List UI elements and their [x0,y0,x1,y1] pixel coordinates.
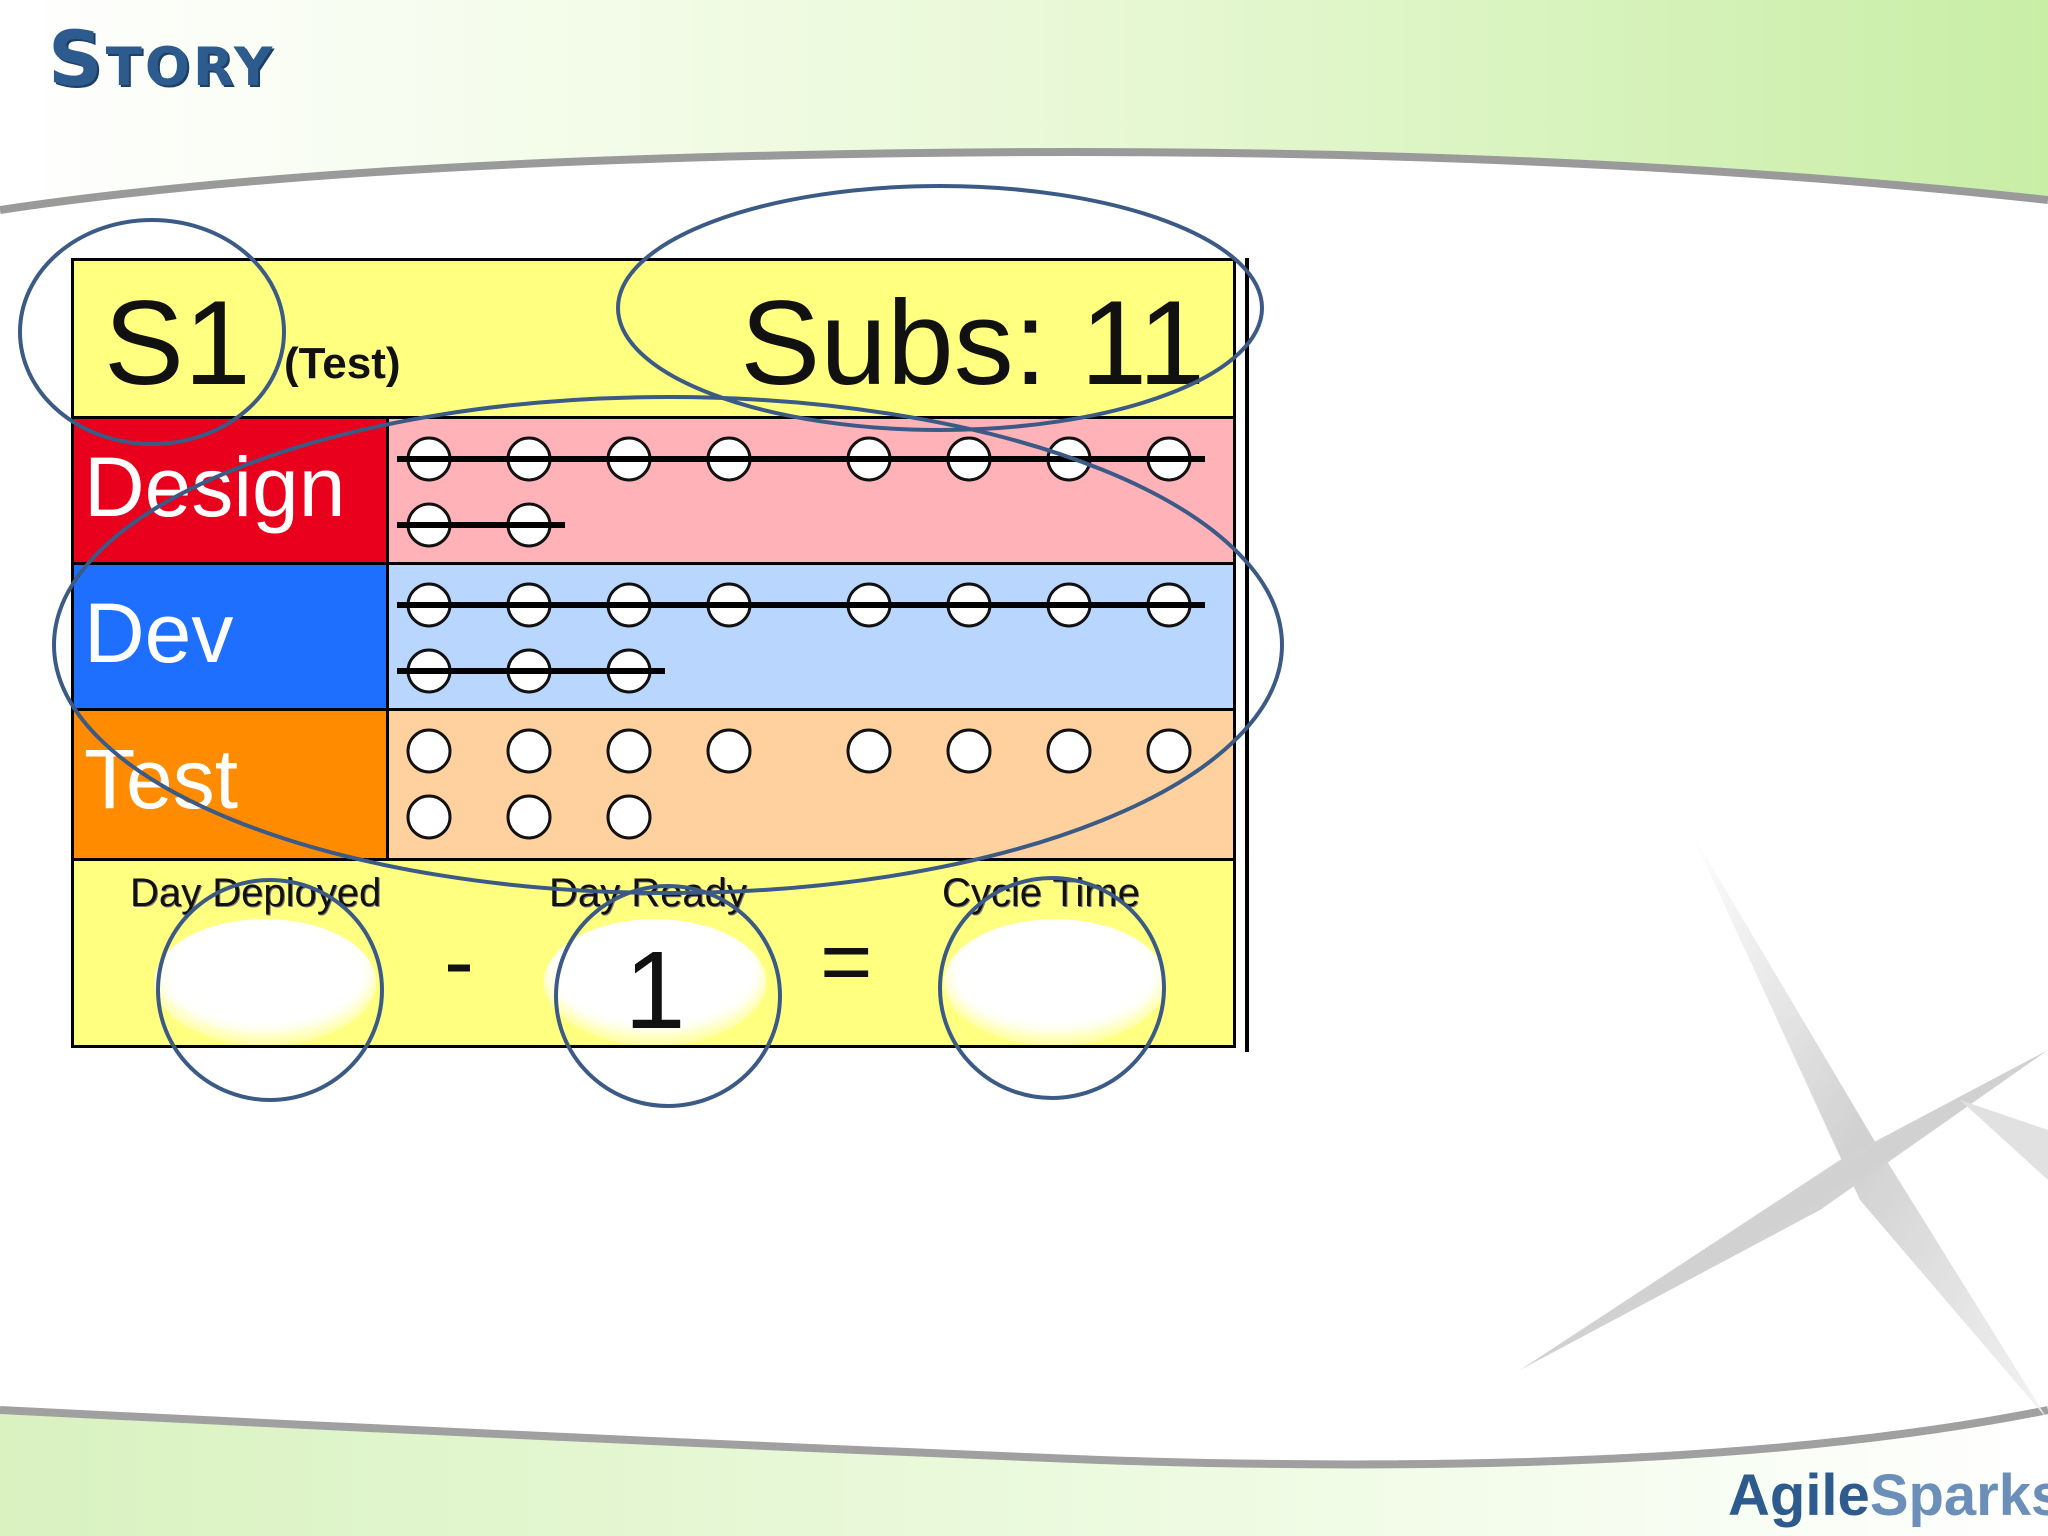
subtask-circle-test-6[interactable] [946,728,992,774]
minus-sign: - [444,912,474,1012]
card-edge-line [1245,258,1249,1052]
slide-title: Story [48,14,276,103]
subtask-area-design [389,419,1233,562]
day-deployed-field[interactable] [154,919,376,1045]
subtask-circle-test-10[interactable] [506,794,552,840]
star-decoration [1520,830,2048,1420]
subs-count: Subs: 11 [740,276,1205,410]
card-header: S1 (Test) Subs: 11 [74,261,1233,419]
cycle-time-field[interactable] [944,919,1166,1045]
row-label-test: Test [74,711,389,858]
row-label-design: Design [74,419,389,562]
subtask-circle-test-4[interactable] [706,728,752,774]
brand-part1: Agile [1728,1463,1870,1528]
subtask-circle-test-2[interactable] [506,728,552,774]
story-tag: (Test) [284,339,401,388]
row-test: Test [74,711,1233,861]
cycle-time-label: Cycle Time [942,871,1140,915]
subtask-area-dev [389,565,1233,708]
equals-sign: = [820,912,873,1012]
subtask-circles-test [406,728,1192,840]
subtask-circle-test-7[interactable] [1046,728,1092,774]
subtask-circle-test-3[interactable] [606,728,652,774]
day-ready-label: Day Ready [549,871,747,915]
day-deployed-label: Day Deployed [130,871,382,915]
row-label-dev: Dev [74,565,389,708]
subtask-circles-design [397,436,1205,548]
subtask-circle-test-5[interactable] [846,728,892,774]
brand-part2: Sparks [1869,1463,2048,1528]
agilesparks-logo: AgileSparks [1728,1462,2048,1529]
subtask-area-test [389,711,1233,858]
subtask-circles-dev [397,582,1205,694]
row-design: Design [74,419,1233,565]
day-ready-field[interactable]: 1 [544,919,766,1052]
row-dev: Dev [74,565,1233,711]
subtask-circle-test-11[interactable] [606,794,652,840]
subtask-circle-test-1[interactable] [406,728,452,774]
subtask-circle-test-9[interactable] [406,794,452,840]
subtask-circle-test-8[interactable] [1146,728,1192,774]
story-card: S1 (Test) Subs: 11 Design Dev Test Day D… [71,258,1236,1052]
story-id: S1 [104,276,251,410]
day-ready-value: 1 [624,929,686,1052]
